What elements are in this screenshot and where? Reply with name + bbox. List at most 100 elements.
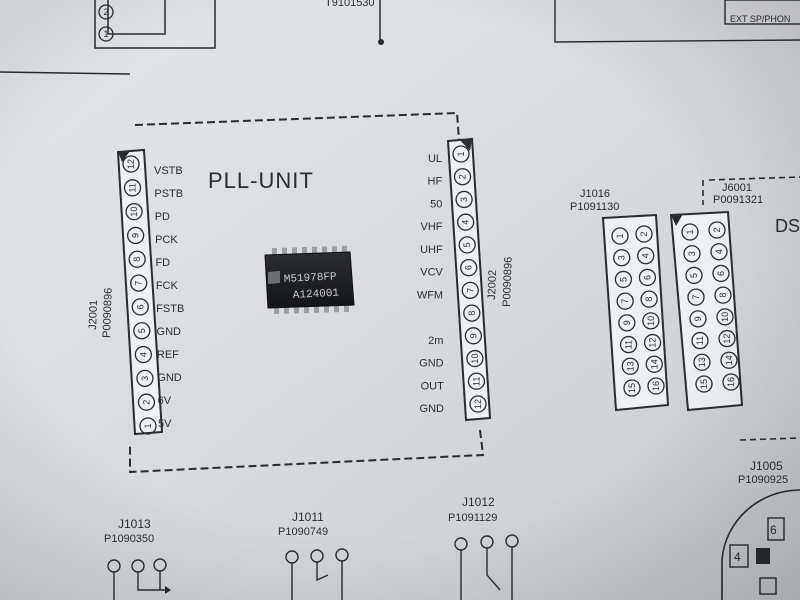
j2002-signal-label: HF (428, 176, 443, 188)
j6001-pin-number: 4 (714, 249, 724, 254)
j2002-signal-label: VHF (421, 221, 443, 233)
j2001-signal-label: PSTB (154, 188, 183, 200)
j2001-pin-number: 2 (141, 400, 151, 405)
j6001-pin-number: 2 (712, 227, 722, 232)
j1016-pin-number: 8 (644, 297, 654, 302)
j2001-signal-label: 6V (158, 395, 172, 407)
j2002-signal-label: 50 (430, 198, 442, 210)
j2002-ref: J2002 (486, 270, 499, 300)
j6001-pin-number: 10 (720, 312, 730, 322)
j1016-pin-number: 13 (625, 361, 635, 371)
j2001-signal-label: 5V (158, 418, 172, 430)
j1011-part: P1090749 (278, 526, 328, 538)
j2001-ref: J2001 (87, 300, 100, 330)
j2002-pin-number: 1 (456, 151, 466, 156)
j2001-pin-number: 3 (140, 376, 150, 381)
j1012-ref: J1012 (462, 495, 495, 509)
j1016-pin-number: 4 (641, 253, 651, 258)
j1016-pin-number: 3 (617, 255, 627, 260)
j6001-pin-number: 14 (724, 355, 734, 365)
j2001-signal-label: FCK (156, 280, 179, 292)
j2001-part: P0090896 (101, 288, 115, 339)
j2002-pin-number: 3 (459, 197, 469, 202)
j2001-signal-label: GND (157, 326, 182, 338)
j1016-pin-number: 11 (624, 340, 634, 349)
chip-marking-line2: A124001 (293, 288, 340, 302)
j2002-pin-number: 2 (458, 174, 468, 179)
j1005-ref: J1005 (750, 459, 783, 473)
j2002-signal-label: GND (420, 403, 445, 415)
j1016-pin-number: 6 (642, 275, 652, 280)
j1016-pin-number: 9 (622, 320, 632, 325)
j2002-pin-number: 11 (471, 377, 481, 386)
j2002-pin-number: 7 (465, 288, 475, 293)
j2001-pin-number: 9 (131, 233, 141, 238)
j2002-pin-number: 5 (462, 242, 472, 247)
j2001-signal-label: REF (157, 349, 179, 361)
j2002-signal-label: UL (428, 153, 442, 165)
j6001-part: P0091321 (713, 194, 763, 206)
top-part-number: T9101530 (325, 0, 375, 9)
j1016-pin-number: 12 (648, 338, 658, 348)
j6001-edge-text: DS (775, 216, 800, 236)
j2001-signal-label: GND (157, 372, 182, 384)
j2001-pin-number: 6 (135, 304, 145, 309)
j1016-pin-number: 14 (649, 359, 659, 369)
j1016-pin-number: 10 (646, 316, 656, 326)
j1012-part: P1091129 (448, 512, 497, 524)
j2001-pin-number: 7 (134, 281, 144, 286)
j2002-pin-number: 8 (467, 311, 477, 316)
j1016-pin-number: 15 (627, 383, 637, 393)
j6001-pin-number: 11 (695, 336, 705, 345)
j2001-signal-label: FD (155, 257, 170, 269)
j1016-ref: J1016 (580, 188, 610, 200)
j6001-ref: J6001 (722, 182, 752, 194)
j2002-pin-number: 4 (461, 220, 471, 225)
pll-unit-title: PLL-UNIT (208, 168, 314, 193)
j2002-pin-number: 6 (464, 265, 474, 270)
j6001-pin-number: 8 (718, 293, 728, 298)
j2001-pin-number: 5 (137, 328, 147, 333)
ic-chip: M51978FP A124001 (264, 245, 355, 314)
j2001-pin-number: 10 (129, 207, 139, 217)
j1011-ref: J1011 (292, 510, 324, 524)
j1016-pin-number: 16 (651, 381, 661, 391)
svg-text:4: 4 (734, 550, 741, 564)
j2001-signal-label: FSTB (156, 303, 184, 315)
j1013-ref: J1013 (118, 517, 151, 531)
j1016-pin-number: 5 (618, 277, 628, 282)
j6001-pin-number: 5 (689, 273, 699, 278)
j2002-signal-label: UHF (420, 244, 443, 256)
j2002-signal-label: GND (419, 358, 444, 370)
j2002-pin-number: 9 (468, 333, 478, 338)
j2002-pin-number: 10 (470, 354, 480, 364)
svg-text:1: 1 (103, 29, 108, 39)
j6001-pin-number: 16 (726, 377, 736, 387)
j6001-pin-number: 13 (697, 357, 707, 367)
j6001-pin-number: 15 (699, 379, 709, 389)
j6001-pin-number: 1 (685, 229, 695, 234)
j2002-signal-label: WFM (417, 289, 443, 301)
j1016-pin-number: 7 (620, 299, 630, 304)
j1016-part: P1091130 (570, 201, 619, 213)
j2001-signal-label: VSTB (154, 165, 183, 177)
j2001-signal-label: PD (155, 211, 170, 223)
svg-text:2: 2 (103, 7, 108, 17)
j6001-pin-number: 7 (691, 295, 701, 300)
j1016-pin-number: 2 (639, 231, 649, 236)
j2002-part: P0090896 (501, 257, 515, 308)
svg-text:6: 6 (770, 523, 777, 537)
j1005-part: P1090925 (738, 474, 788, 486)
j1016-pin-number: 1 (615, 233, 625, 238)
j6001-pin-number: 3 (687, 251, 697, 256)
ext-sp-phone-label: EXT SP/PHON (730, 14, 790, 24)
j2001-signal-label: PCK (155, 234, 178, 246)
j1013-part: P1090350 (104, 533, 154, 545)
j2002-signal-label: VCV (420, 267, 443, 279)
j2001-pin-number: 8 (132, 257, 142, 262)
j2002-pin-number: 12 (473, 399, 483, 409)
j2002-signal-label: OUT (421, 380, 445, 392)
j6001-pin-number: 6 (716, 271, 726, 276)
j2001-pin-number: 11 (128, 183, 138, 192)
